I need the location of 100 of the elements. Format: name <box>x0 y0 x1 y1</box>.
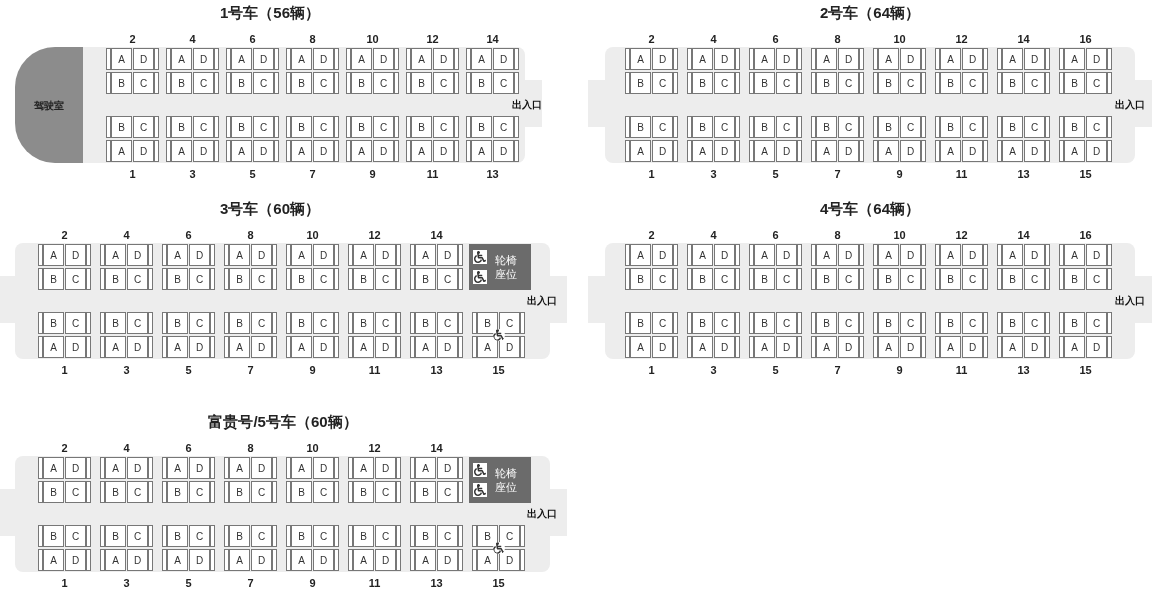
seat: A <box>471 48 492 70</box>
seat: B <box>111 116 132 138</box>
seat: A <box>229 244 250 266</box>
seat: C <box>127 268 148 290</box>
seat: D <box>900 140 921 162</box>
seat: C <box>838 312 859 334</box>
row-number: 9 <box>369 167 376 182</box>
seat: C <box>373 116 394 138</box>
seat: B <box>353 268 374 290</box>
seat: D <box>1086 140 1107 162</box>
seat: D <box>714 140 735 162</box>
seat: B <box>353 525 374 547</box>
seat: D <box>714 336 735 358</box>
seat: A <box>111 140 132 162</box>
seat: D <box>189 336 210 358</box>
seat: D <box>313 244 334 266</box>
seat: B <box>291 481 312 503</box>
seat: A <box>411 48 432 70</box>
row-number: 16 <box>1079 228 1092 243</box>
seat: C <box>193 116 214 138</box>
seat: B <box>353 312 374 334</box>
seat: A <box>291 244 312 266</box>
seat: D <box>1024 336 1045 358</box>
row-number: 3 <box>123 576 130 591</box>
row-number: 14 <box>1017 32 1030 47</box>
seat: B <box>692 116 713 138</box>
seat: B <box>940 312 961 334</box>
seat: A <box>940 140 961 162</box>
seat: B <box>1064 312 1085 334</box>
car-title: 4号车（64辆） <box>820 199 920 219</box>
seat: A <box>291 549 312 571</box>
seat: C <box>962 116 983 138</box>
seat: D <box>127 244 148 266</box>
seat: A <box>229 336 250 358</box>
seat: A <box>167 549 188 571</box>
seat: B <box>1064 72 1085 94</box>
seat: D <box>437 244 458 266</box>
seat: A <box>1002 48 1023 70</box>
seat: C <box>1024 72 1045 94</box>
seat: D <box>493 140 514 162</box>
seat: C <box>437 268 458 290</box>
seat: C <box>251 312 272 334</box>
seat: D <box>1024 140 1045 162</box>
seat: A <box>816 48 837 70</box>
seat: B <box>940 268 961 290</box>
seat: D <box>193 48 214 70</box>
row-number: 11 <box>368 576 381 591</box>
seat: C <box>373 72 394 94</box>
seat: A <box>1002 140 1023 162</box>
seat: D <box>1086 244 1107 266</box>
seat: D <box>65 244 86 266</box>
seat: C <box>313 525 334 547</box>
seat: B <box>816 72 837 94</box>
row-number: 5 <box>185 363 192 378</box>
seat: A <box>43 244 64 266</box>
seat: B <box>415 525 436 547</box>
seat: A <box>754 244 775 266</box>
wheelchair-area: 轮椅座位 <box>469 244 531 290</box>
seat: B <box>291 268 312 290</box>
seat: C <box>493 72 514 94</box>
row-number: 15 <box>492 363 505 378</box>
row-number: 3 <box>710 363 717 378</box>
row-number: 7 <box>834 363 841 378</box>
seat: C <box>189 525 210 547</box>
row-number: 2 <box>61 441 68 456</box>
row-number: 10 <box>366 32 379 47</box>
seat: A <box>291 140 312 162</box>
row-number: 4 <box>710 32 717 47</box>
seat: A <box>1002 244 1023 266</box>
seat: D <box>373 140 394 162</box>
seat: C <box>127 312 148 334</box>
seat: C <box>189 312 210 334</box>
seat: D <box>1086 336 1107 358</box>
seat: D <box>251 549 272 571</box>
seat: C <box>133 72 154 94</box>
seat: C <box>253 116 274 138</box>
seat: D <box>65 336 86 358</box>
row-number: 11 <box>426 167 439 182</box>
seat: B <box>1064 268 1085 290</box>
seat: D <box>253 48 274 70</box>
seat: C <box>900 116 921 138</box>
row-number: 15 <box>1079 167 1092 182</box>
seat: D <box>499 336 520 358</box>
driver-cab: 驾驶室 <box>15 47 83 163</box>
seat: D <box>251 244 272 266</box>
seat: D <box>652 48 673 70</box>
row-number: 6 <box>185 441 192 456</box>
row-number: 12 <box>426 32 439 47</box>
seat: A <box>43 457 64 479</box>
row-number: 10 <box>306 441 319 456</box>
seat: A <box>291 336 312 358</box>
seat: C <box>189 481 210 503</box>
seat: C <box>838 116 859 138</box>
row-number: 11 <box>955 363 968 378</box>
seat: C <box>900 268 921 290</box>
seat: B <box>1002 116 1023 138</box>
seat: B <box>291 312 312 334</box>
seat: A <box>878 336 899 358</box>
row-number: 10 <box>893 228 906 243</box>
row-number: 10 <box>893 32 906 47</box>
